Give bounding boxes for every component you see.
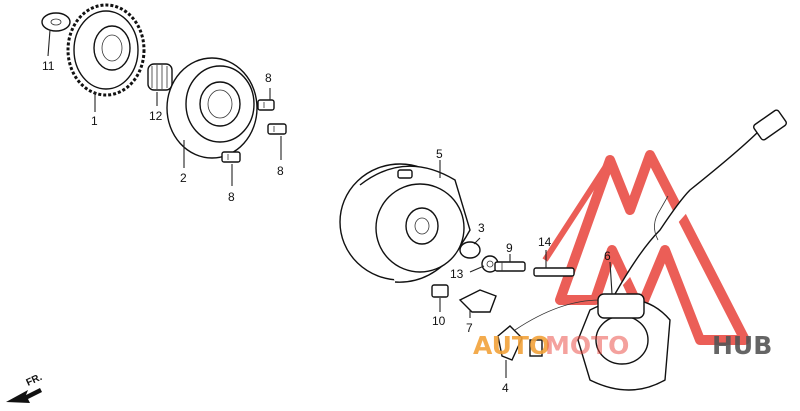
part-bolt-top (257, 99, 275, 111)
callout-10: 10 (432, 314, 446, 328)
front-direction-label: FR. (25, 372, 44, 389)
part-starter-driven-gear (66, 3, 146, 97)
watermark-text-hub: HUB (712, 331, 772, 360)
callout-7: 7 (466, 321, 473, 335)
part-needle-bearing (147, 63, 173, 91)
callout-8-lower: 8 (228, 190, 235, 204)
callout-9: 9 (506, 241, 513, 255)
front-direction-arrow (6, 388, 42, 403)
part-stator-assembly (577, 109, 787, 391)
part-clamp-bolt (431, 284, 449, 298)
callout-8-top: 8 (265, 71, 272, 85)
part-stator-bolt (533, 267, 575, 277)
callout-11: 11 (42, 59, 55, 73)
part-pulse-generator (497, 299, 601, 361)
part-flywheel (339, 163, 471, 283)
watermark-triangle-logo (542, 150, 750, 345)
watermark-text-auto: AUTO (473, 331, 550, 360)
callout-12: 12 (149, 109, 163, 123)
watermark-text-moto: MOTO (545, 331, 629, 360)
part-bolt-lower (221, 151, 241, 163)
callout-4: 4 (502, 381, 509, 395)
callout-14: 14 (538, 235, 552, 249)
callout-5: 5 (436, 147, 443, 161)
callout-8-middle: 8 (277, 164, 284, 178)
part-wire-clamp (458, 289, 497, 313)
part-washer (41, 12, 71, 32)
part-starter-clutch-outer (166, 57, 258, 159)
callout-13: 13 (450, 267, 464, 281)
callout-2: 2 (180, 171, 187, 185)
part-flywheel-bolt (494, 261, 526, 272)
callout-3: 3 (478, 221, 485, 235)
watermark-text: AUTO MOTO HUB (473, 331, 772, 360)
callout-6: 6 (604, 249, 611, 263)
part-bolt-middle (267, 123, 287, 135)
part-woodruff-key (459, 241, 481, 259)
callout-1: 1 (91, 114, 98, 128)
